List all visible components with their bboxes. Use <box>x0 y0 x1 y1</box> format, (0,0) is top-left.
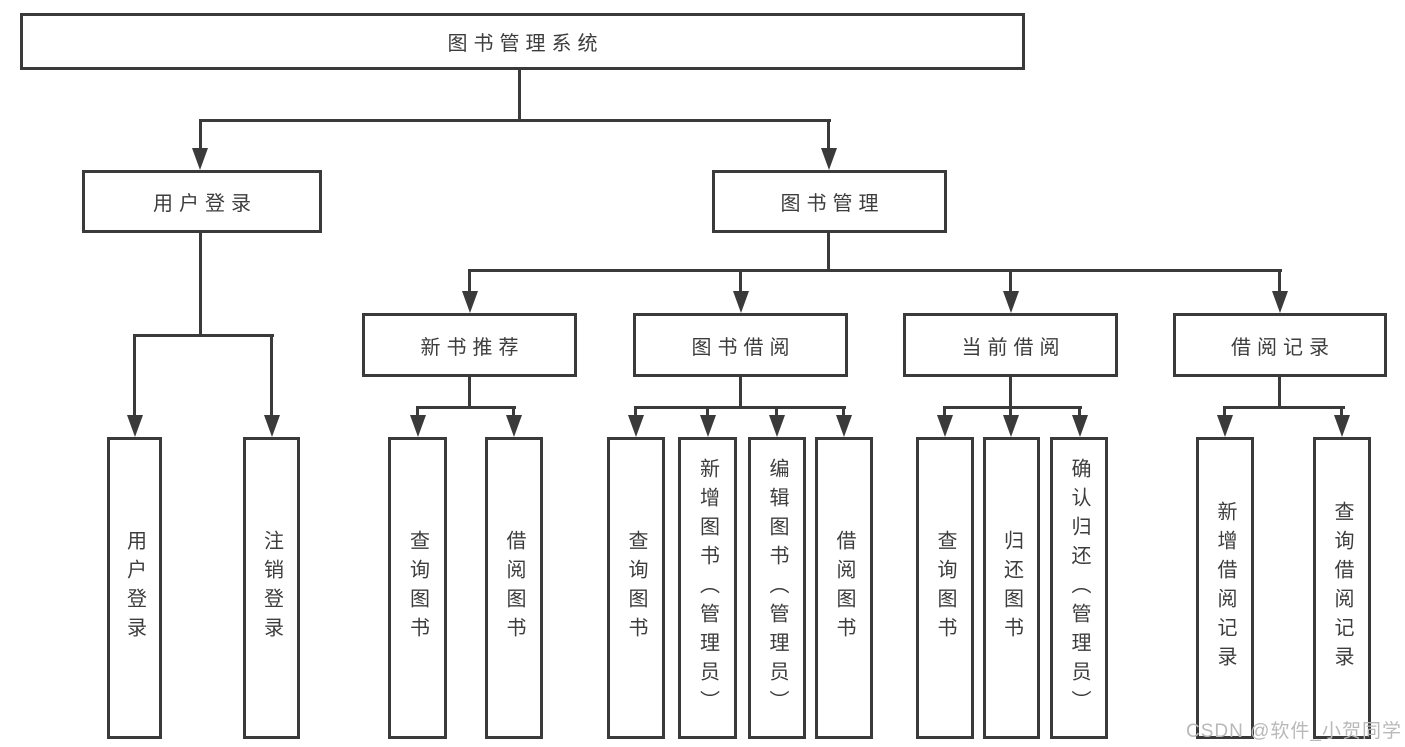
connector-drop-recommend-borrow <box>512 406 515 417</box>
leaf-borrow-query-books-label: 查询图书 <box>625 530 647 646</box>
connector-drop-borrow-edit <box>775 406 778 417</box>
connector-user-login-stem <box>199 233 202 336</box>
connector-drop-current-confirm <box>1078 406 1081 417</box>
arrow-down-icon <box>1003 291 1019 313</box>
connector-drop-current-borrow <box>1009 269 1012 293</box>
arrow-down-icon <box>410 415 426 437</box>
node-book-management-label: 图书管理 <box>780 193 885 215</box>
connector-drop-borrow-add <box>706 406 709 417</box>
node-new-book-recommend: 新书推荐 <box>362 313 577 377</box>
arrow-down-icon <box>1072 415 1088 437</box>
connector-records-stem <box>1278 377 1281 408</box>
connector-drop-leaf-logout <box>270 334 273 416</box>
node-user-login-label: 用户登录 <box>153 193 257 215</box>
connector-borrow-rail <box>634 406 846 409</box>
connector-current-stem <box>1009 377 1012 408</box>
arrow-down-icon <box>700 415 716 437</box>
connector-drop-user-login <box>199 119 202 150</box>
node-library-system-label: 图书管理系统 <box>447 33 604 55</box>
leaf-recommend-query-books-label: 查询图书 <box>406 530 429 646</box>
leaf-current-query-books: 查询图书 <box>916 437 974 739</box>
arrow-down-icon <box>127 415 143 437</box>
connector-drop-leaf-user-login <box>133 334 136 416</box>
leaf-current-confirm-return-admin-label: 确认归还（管理员） <box>1068 457 1090 719</box>
node-current-borrow-label: 当前借阅 <box>961 336 1066 359</box>
arrow-down-icon <box>1334 415 1350 437</box>
node-current-borrow: 当前借阅 <box>903 313 1118 377</box>
arrow-down-icon <box>937 415 953 437</box>
arrow-down-icon <box>462 291 478 313</box>
arrow-down-icon <box>821 148 837 170</box>
arrow-down-icon <box>733 291 749 313</box>
leaf-recommend-query-books: 查询图书 <box>388 437 447 739</box>
connector-records-rail <box>1223 406 1345 409</box>
leaf-logout: 注销登录 <box>243 437 300 739</box>
connector-borrow-stem <box>739 377 742 408</box>
connector-drop-book-borrow <box>739 269 742 293</box>
leaf-records-query-record-label: 查询借阅记录 <box>1331 501 1353 675</box>
arrow-down-icon <box>1217 415 1233 437</box>
leaf-records-add-record-label: 新增借阅记录 <box>1214 501 1236 675</box>
leaf-current-return-books-label: 归还图书 <box>1000 530 1023 646</box>
leaf-current-confirm-return-admin: 确认归还（管理员） <box>1050 437 1108 739</box>
connector-drop-records-query <box>1340 406 1343 417</box>
leaf-current-return-books: 归还图书 <box>983 437 1040 739</box>
connector-book-management-rail <box>468 269 1282 272</box>
node-library-system: 图书管理系统 <box>20 13 1025 70</box>
arrow-down-icon <box>1003 415 1019 437</box>
arrow-down-icon <box>628 415 644 437</box>
node-borrow-records: 借阅记录 <box>1173 313 1387 377</box>
connector-drop-records-add <box>1223 406 1226 417</box>
connector-drop-borrow-borrow <box>842 406 845 417</box>
node-book-borrow-label: 图书借阅 <box>691 336 796 359</box>
connector-current-rail <box>943 406 1082 409</box>
connector-recommend-stem <box>468 377 471 408</box>
leaf-recommend-borrow-books-label: 借阅图书 <box>503 530 525 646</box>
leaf-recommend-borrow-books: 借阅图书 <box>485 437 543 739</box>
connector-drop-borrow-records <box>1278 269 1281 293</box>
connector-book-management-stem <box>827 233 830 272</box>
csdn-watermark: CSDN @软件_小贺同学 <box>1186 721 1402 742</box>
connector-root-rail <box>199 119 831 122</box>
arrow-down-icon <box>192 148 208 170</box>
connector-drop-current-query <box>943 406 946 417</box>
leaf-records-query-record: 查询借阅记录 <box>1313 437 1371 739</box>
leaf-user-login-label: 用户登录 <box>123 530 146 646</box>
arrow-down-icon <box>506 415 522 437</box>
leaf-borrow-add-books-admin: 新增图书（管理员） <box>678 437 737 739</box>
connector-drop-borrow-query <box>634 406 637 417</box>
leaf-borrow-edit-books-admin: 编辑图书（管理员） <box>748 437 806 739</box>
leaf-borrow-add-books-admin-label: 新增图书（管理员） <box>696 457 719 719</box>
connector-drop-new-book-recommend <box>468 269 471 293</box>
leaf-borrow-query-books: 查询图书 <box>607 437 665 739</box>
node-book-management: 图书管理 <box>712 170 947 233</box>
connector-drop-recommend-query <box>416 406 419 417</box>
connector-drop-current-return <box>1009 406 1012 417</box>
arrow-down-icon <box>1272 291 1288 313</box>
leaf-borrow-borrow-books: 借阅图书 <box>815 437 873 739</box>
node-book-borrow: 图书借阅 <box>633 313 848 377</box>
connector-drop-book-management <box>827 119 830 150</box>
arrow-down-icon <box>836 415 852 437</box>
arrow-down-icon <box>769 415 785 437</box>
node-user-login: 用户登录 <box>82 170 322 233</box>
leaf-borrow-borrow-books-label: 借阅图书 <box>833 530 855 646</box>
leaf-user-login: 用户登录 <box>107 437 162 739</box>
arrow-down-icon <box>264 415 280 437</box>
node-new-book-recommend-label: 新书推荐 <box>420 336 525 359</box>
leaf-logout-label: 注销登录 <box>260 530 283 646</box>
node-borrow-records-label: 借阅记录 <box>1231 336 1335 359</box>
connector-recommend-rail <box>416 406 516 409</box>
leaf-records-add-record: 新增借阅记录 <box>1196 437 1254 739</box>
connector-root-stem <box>518 70 521 121</box>
leaf-borrow-edit-books-admin-label: 编辑图书（管理员） <box>766 457 788 719</box>
leaf-current-query-books-label: 查询图书 <box>934 530 956 646</box>
connector-user-login-rail <box>133 334 274 337</box>
